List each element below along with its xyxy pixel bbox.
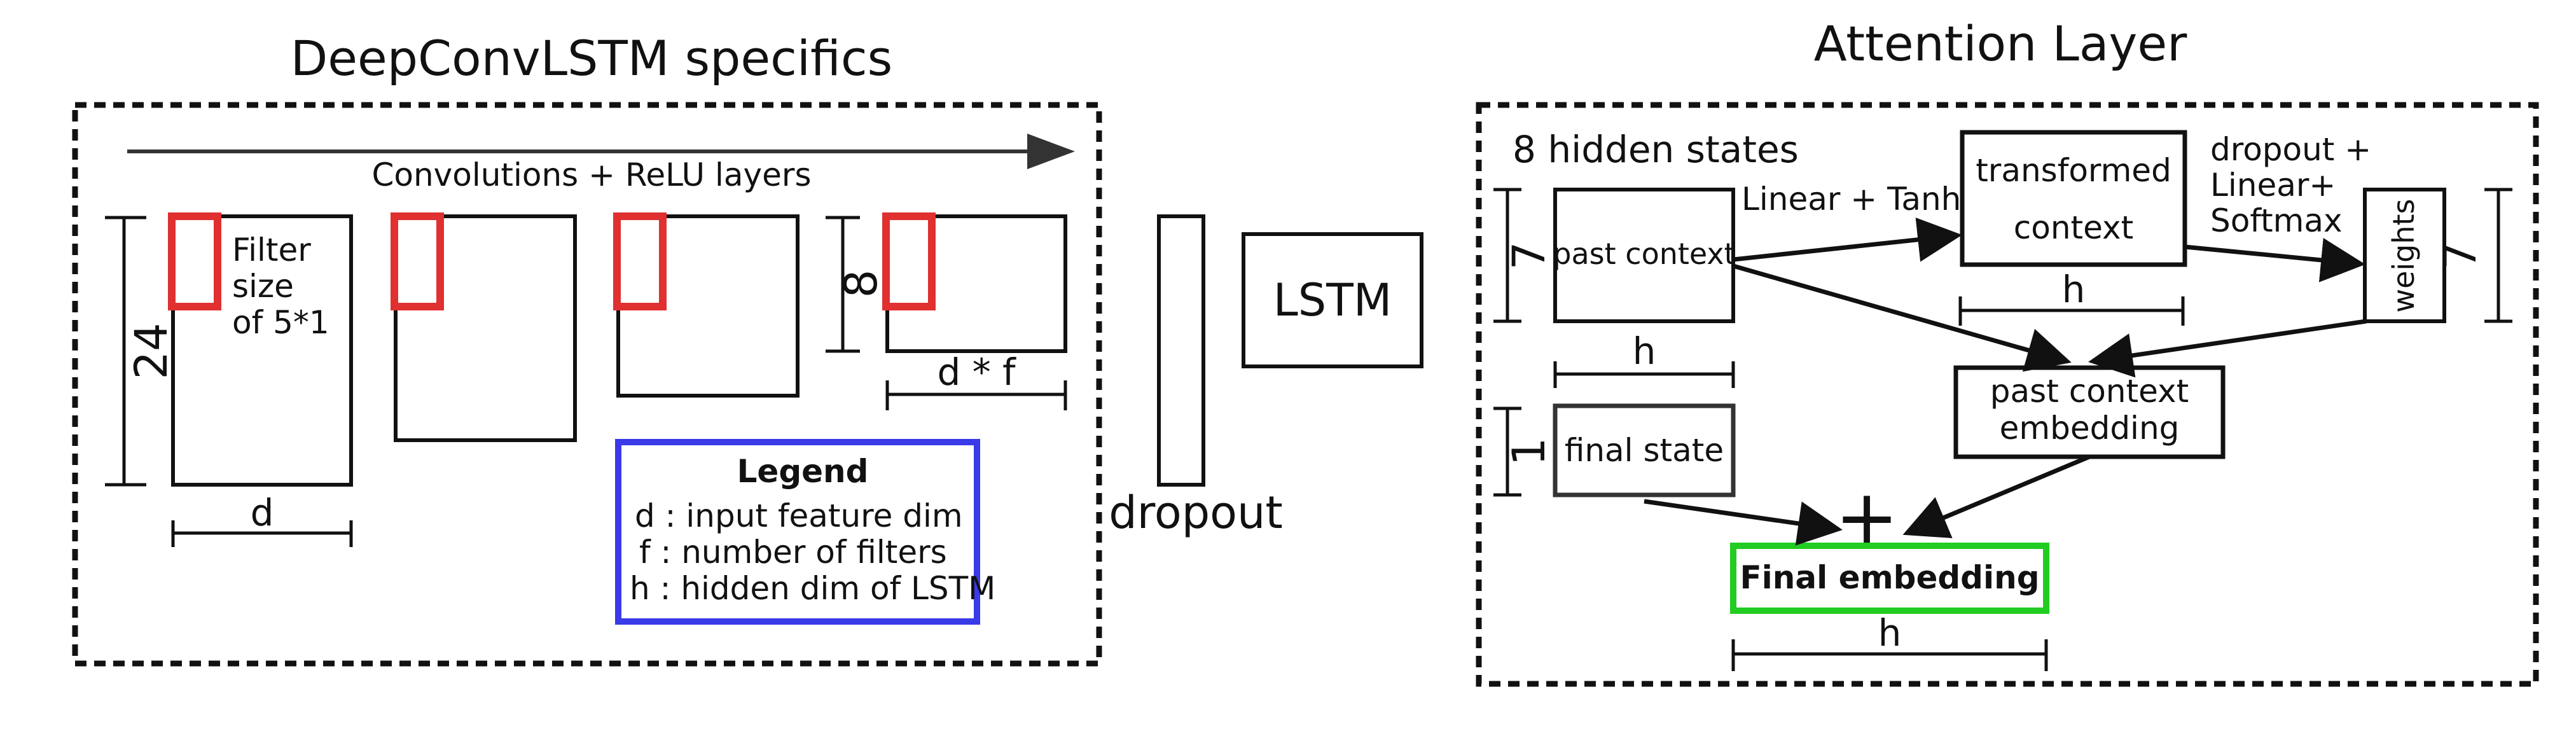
convolution-arrow-label: Convolutions + ReLU layers [371, 156, 811, 193]
final-embedding-width-label: h [1878, 611, 1902, 655]
width-dimension [171, 520, 353, 547]
weights-box [2363, 188, 2446, 323]
height-dimension-label: 24 [125, 323, 177, 379]
transformed-width-dimension [1958, 296, 2185, 326]
filter-note-line-1: Filter [232, 232, 311, 268]
arrow-past-to-embedding [1733, 263, 2072, 372]
weights-height-label: 7 [2434, 242, 2486, 270]
hidden-states-label: 8 hidden states [1513, 128, 1799, 171]
arrow-final-state-to-plus [1644, 499, 1843, 546]
dropout-softmax-line-1: dropout + [2210, 131, 2371, 168]
legend-title: Legend [737, 453, 869, 490]
arrow-transformed-to-weights [2184, 238, 2365, 282]
legend-item: h : hidden dim of LSTM [630, 570, 995, 607]
filter-note-line-2: size [232, 268, 294, 305]
past-context-embedding-line-1: past context [1990, 373, 2189, 410]
deepconvlstm-panel: DeepConvLSTM specifics Convolutions + Re… [72, 30, 1102, 667]
dropout-softmax-line-3: Softmax [2210, 202, 2343, 239]
final-state-height-label: 1 [1503, 438, 1555, 466]
final-state-label: final state [1565, 432, 1724, 469]
linear-tanh-label: Linear + Tanh [1742, 181, 1961, 218]
dropout-softmax-line-2: Linear+ [2210, 167, 2336, 204]
legend-item: f : number of filters [639, 534, 947, 571]
small-height-label: 8 [835, 270, 887, 298]
lstm-label: LSTM [1273, 274, 1392, 326]
dropout-label: dropout [1109, 487, 1283, 539]
transformed-context-line-2: context [2014, 209, 2133, 246]
attention-panel: Attention Layer 8 hidden states 7 past c… [1476, 15, 2539, 687]
filter-highlight-3 [613, 212, 667, 310]
dropout-bar [1157, 214, 1205, 487]
right-panel-title: Attention Layer [1814, 15, 2188, 72]
past-context-embedding-line-2: embedding [2000, 410, 2180, 447]
left-panel-border [72, 102, 1102, 667]
final-state-height-dimension [1493, 406, 1521, 497]
feature-map-1 [171, 214, 353, 487]
legend-box [615, 439, 980, 625]
transformed-context-line-1: transformed [1976, 152, 2171, 189]
final-embedding-width-dimension [1731, 639, 2048, 671]
filter-highlight-2 [391, 212, 444, 310]
feature-map-2 [394, 214, 577, 442]
width-dimension-label: d [251, 491, 274, 534]
small-width-label: d * f [937, 351, 1016, 394]
transformed-width-label: h [2062, 268, 2086, 311]
small-width-dimension [885, 380, 1067, 410]
past-context-width-dimension [1553, 361, 1735, 388]
left-panel-title: DeepConvLSTM specifics [291, 30, 892, 87]
feature-map-4 [885, 214, 1067, 353]
transformed-context-box [1960, 130, 2187, 267]
past-context-width-label: h [1633, 330, 1656, 373]
lstm-box [1242, 232, 1423, 368]
weights-height-dimension [2484, 188, 2512, 323]
convolution-arrow [127, 134, 1075, 169]
weights-label: weights [2386, 198, 2421, 312]
filter-highlight-1 [168, 212, 221, 310]
filter-highlight-4 [882, 212, 936, 310]
past-context-box [1553, 188, 1735, 323]
arrow-weights-to-embedding [2088, 319, 2367, 378]
past-context-height-dimension [1493, 188, 1521, 323]
past-context-height-label: 7 [1503, 242, 1555, 270]
past-context-label: past context [1553, 237, 1735, 271]
final-embedding-label: Final embedding [1740, 559, 2040, 596]
height-dimension [105, 216, 146, 487]
final-embedding-box [1730, 543, 2049, 614]
filter-note-line-3: of 5*1 [232, 304, 329, 341]
right-panel-border [1476, 102, 2539, 687]
arrow-past-to-transformed [1733, 217, 1962, 262]
small-height-dimension [826, 216, 860, 353]
final-state-box [1553, 403, 1736, 497]
legend-item: d : input feature dim [635, 497, 963, 534]
arrow-embedding-to-plus [1902, 454, 2091, 538]
